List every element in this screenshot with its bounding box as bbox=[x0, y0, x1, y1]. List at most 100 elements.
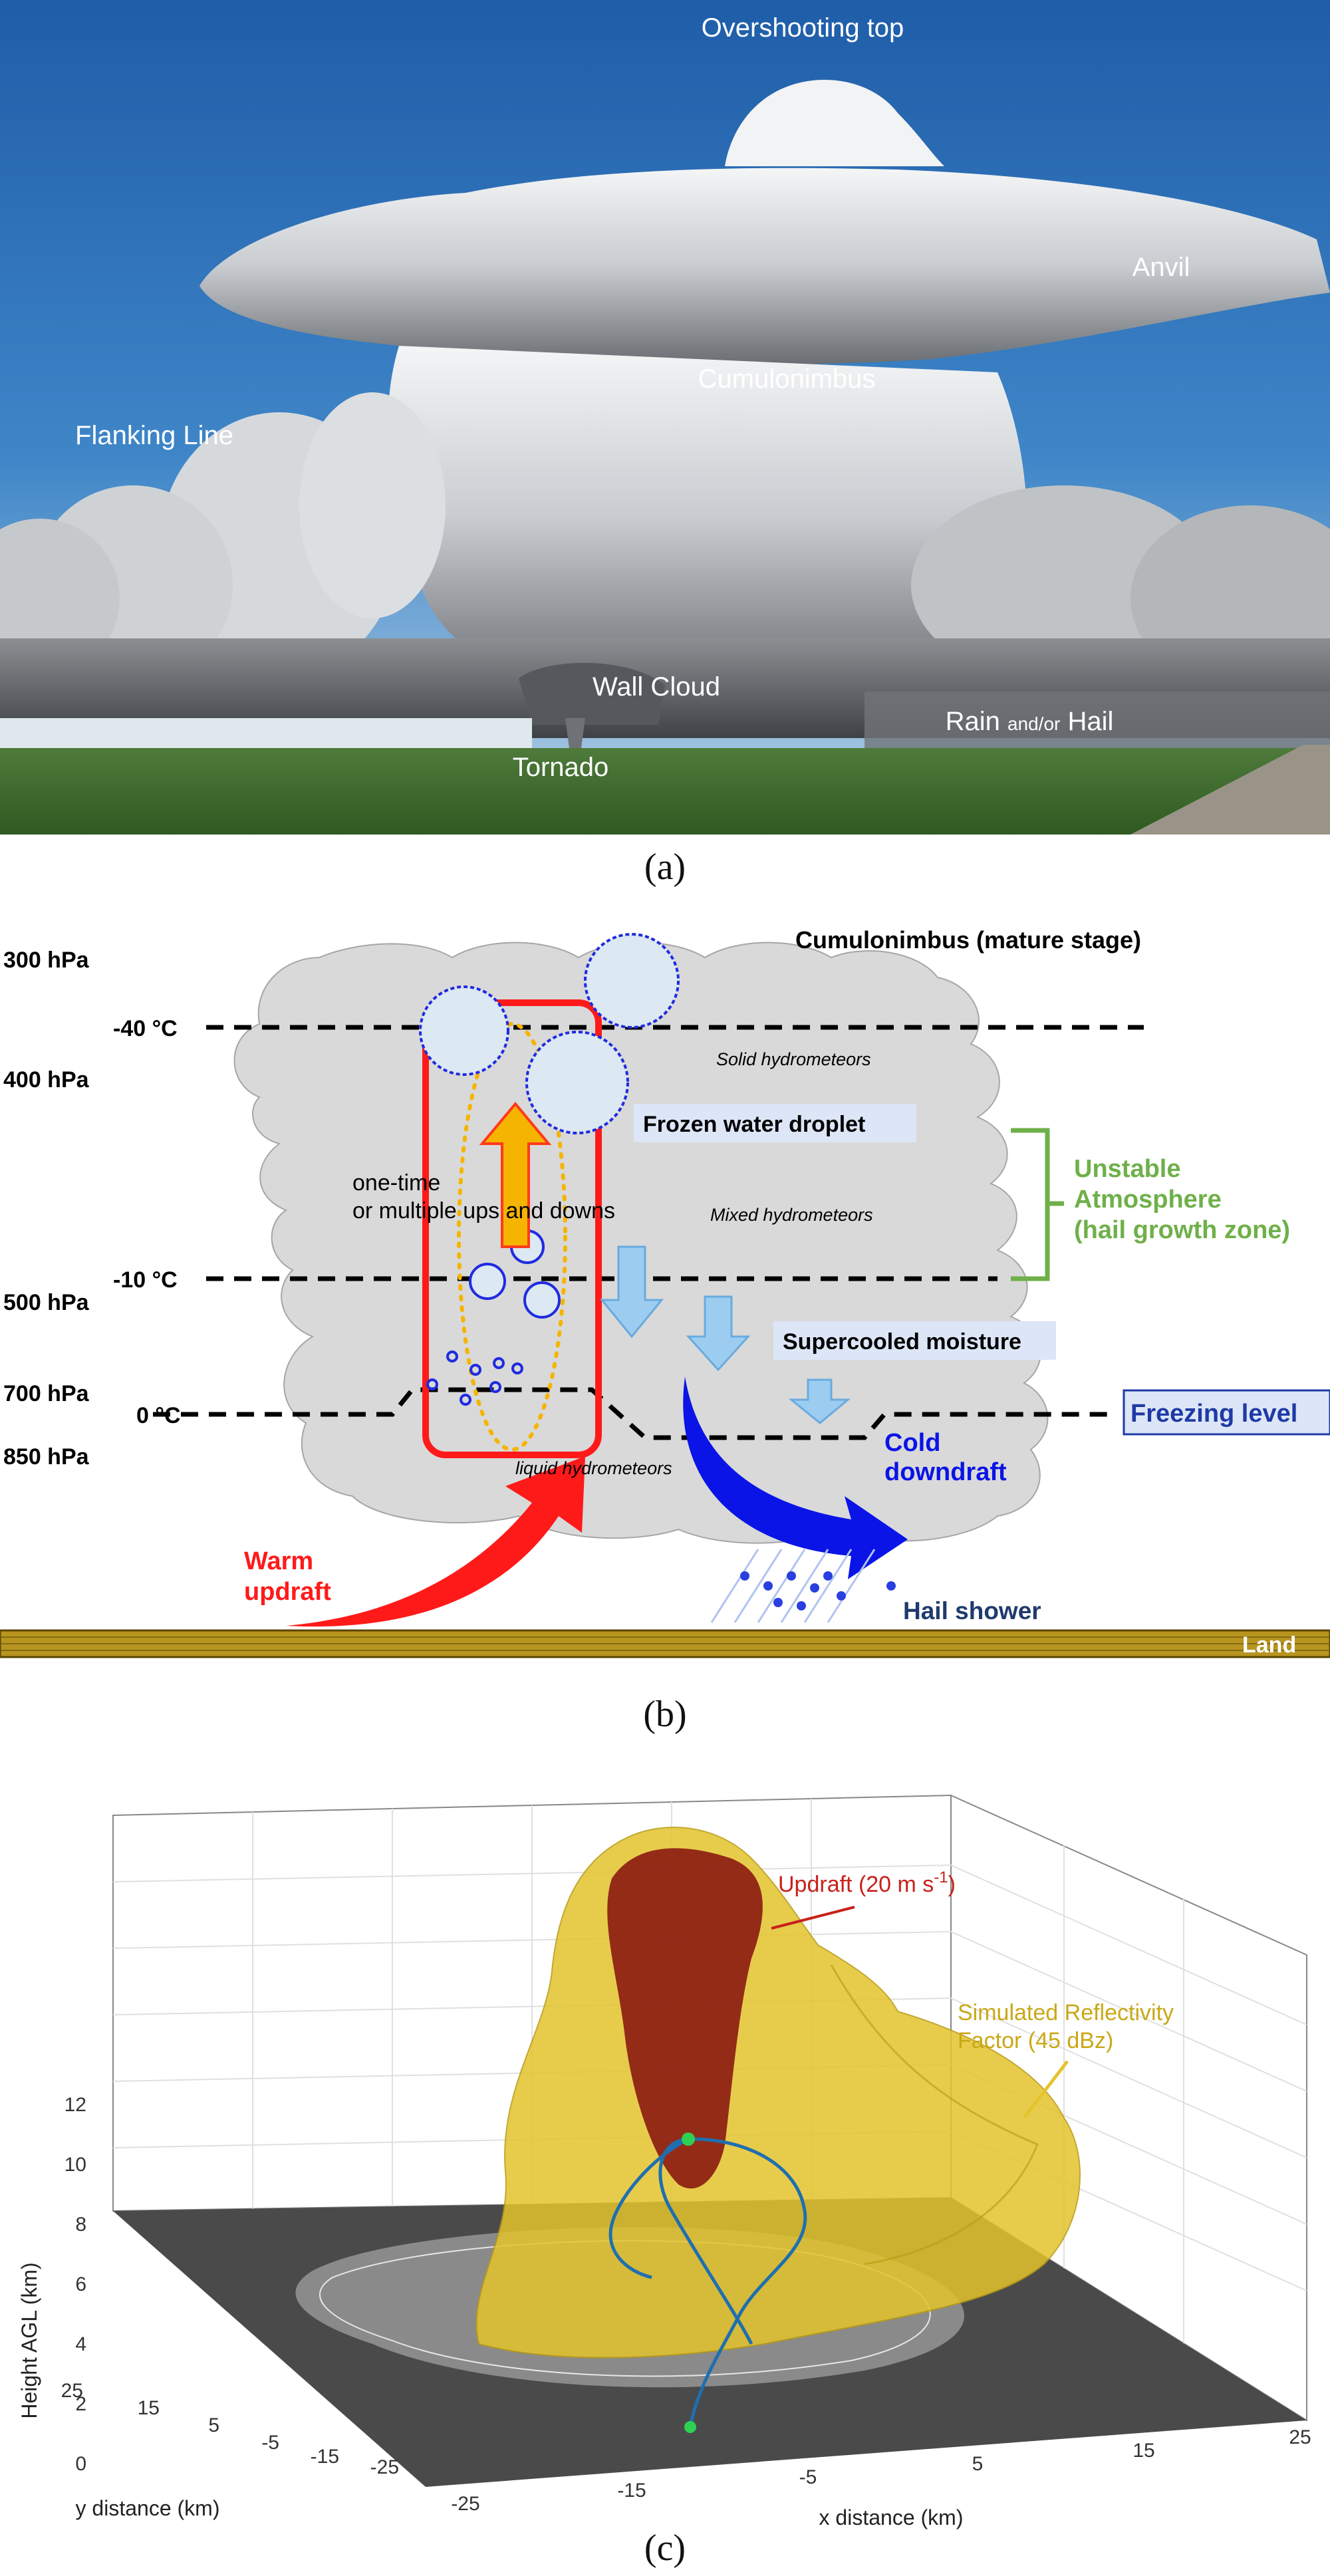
overshooting-top-cloud bbox=[725, 80, 944, 166]
temp-minus10: -10 °C bbox=[113, 1267, 178, 1293]
hailstone-medium-2 bbox=[469, 1263, 506, 1300]
label-reflectivity-2: Factor (45 dBz) bbox=[958, 2028, 1113, 2053]
hail-growth-loop-box bbox=[422, 999, 602, 1458]
x-tick: 15 bbox=[1132, 2440, 1154, 2462]
downdraft-arrow-3 bbox=[788, 1378, 851, 1424]
y-tick: 15 bbox=[138, 2397, 160, 2419]
reflectivity-3d-plot: Updraft (20 m s-1) Simulated Reflectivit… bbox=[17, 1794, 1311, 2529]
label-cumulonimbus: Cumulonimbus bbox=[698, 364, 876, 394]
y-tick: -15 bbox=[311, 2446, 339, 2468]
cold-downdraft-arrow bbox=[683, 1376, 908, 1579]
panel-b: 300 hPa 400 hPa 500 hPa 700 hPa 850 hPa … bbox=[0, 911, 1330, 1676]
updraft-core bbox=[607, 1848, 763, 2189]
label-mixed: Mixed hydrometeors bbox=[710, 1205, 873, 1225]
hailstone-large-1 bbox=[584, 933, 680, 1029]
temp-minus40: -40 °C bbox=[113, 1016, 178, 1041]
label-wall-cloud: Wall Cloud bbox=[593, 672, 720, 702]
z-axis-label: Height AGL (km) bbox=[17, 2262, 41, 2418]
label-warm-1: Warm bbox=[244, 1547, 313, 1575]
label-rain-hail: Rain and/or Hail bbox=[946, 707, 1114, 736]
caption-a: (a) bbox=[644, 846, 686, 888]
caption-b: (b) bbox=[643, 1694, 687, 1735]
z-tick: 2 bbox=[75, 2393, 86, 2415]
label-reflectivity-1: Simulated Reflectivity bbox=[958, 2000, 1174, 2025]
hailstone-medium-3 bbox=[523, 1281, 561, 1319]
z-tick: 8 bbox=[75, 2214, 86, 2236]
temp-zero: 0 °C bbox=[136, 1403, 181, 1428]
freezing-level-line bbox=[153, 1387, 1111, 1440]
z-tick: 6 bbox=[75, 2273, 86, 2295]
label-supercooled: Supercooled moisture bbox=[783, 1329, 1021, 1354]
label-warm-2: updraft bbox=[244, 1578, 331, 1606]
trajectory-start bbox=[684, 2421, 696, 2433]
y-tick: -25 bbox=[370, 2456, 399, 2478]
y-tick: 25 bbox=[61, 2380, 83, 2402]
z-tick: 12 bbox=[65, 2094, 86, 2116]
panel-c: Updraft (20 m s-1) Simulated Reflectivit… bbox=[0, 1745, 1330, 2530]
caption-c: (c) bbox=[644, 2527, 686, 2569]
land-texture bbox=[0, 1636, 1330, 1651]
hailstones bbox=[419, 933, 680, 1319]
pressure-850: 850 hPa bbox=[3, 1444, 90, 1470]
x-tick: -5 bbox=[799, 2466, 817, 2488]
label-hail-shower: Hail shower bbox=[903, 1597, 1041, 1624]
label-unstable-3: (hail growth zone) bbox=[1074, 1216, 1290, 1244]
hail-shower-stones bbox=[740, 1571, 896, 1610]
downdraft-arrow-2 bbox=[686, 1295, 751, 1372]
unstable-bracket bbox=[1011, 1128, 1064, 1281]
label-ups-downs-2: or multiple ups and downs bbox=[352, 1198, 615, 1224]
label-frozen: Frozen water droplet bbox=[643, 1112, 865, 1137]
hail-trajectory bbox=[658, 2137, 807, 2428]
y-tick: 5 bbox=[208, 2414, 219, 2436]
label-cold-2: downdraft bbox=[884, 1458, 1007, 1486]
downdraft-arrow-1 bbox=[599, 1245, 664, 1339]
hailstone-large-2 bbox=[419, 985, 509, 1076]
z-tick: 4 bbox=[75, 2333, 86, 2355]
label-anvil: Anvil bbox=[1132, 253, 1190, 282]
x-tick: 5 bbox=[972, 2453, 984, 2475]
panel-a: Overshooting top Anvil Cumulonimbus Flan… bbox=[0, 0, 1330, 835]
pressure-700: 700 hPa bbox=[3, 1381, 90, 1406]
y-axis-label: y distance (km) bbox=[76, 2496, 220, 2520]
hail-formation-diagram: 300 hPa 400 hPa 500 hPa 700 hPa 850 hPa … bbox=[0, 926, 1330, 1658]
label-unstable-2: Atmosphere bbox=[1074, 1186, 1222, 1214]
label-overshooting-top: Overshooting top bbox=[702, 13, 904, 43]
small-droplets bbox=[426, 1351, 523, 1406]
rain-shaft bbox=[864, 692, 1330, 751]
supercooled-label-bg bbox=[773, 1321, 1056, 1360]
frozen-label-bg bbox=[634, 1104, 916, 1142]
x-tick-labels: -25 -15 -5 5 15 25 bbox=[451, 2426, 1311, 2515]
warm-updraft-arrow bbox=[286, 1456, 585, 1627]
x-tick: 25 bbox=[1289, 2426, 1311, 2448]
y-tick: -5 bbox=[261, 2432, 279, 2454]
grass-field bbox=[0, 748, 1330, 835]
dirt-road bbox=[1130, 745, 1330, 835]
z-tick: 0 bbox=[75, 2453, 86, 2475]
pressure-500: 500 hPa bbox=[3, 1290, 90, 1315]
anvil-cloud bbox=[200, 168, 1330, 365]
label-updraft: Updraft (20 m s-1) bbox=[778, 1868, 956, 1897]
label-freezing-level: Freezing level bbox=[1130, 1400, 1297, 1428]
hailstone-large-3 bbox=[525, 1031, 629, 1134]
updraft-callout-line bbox=[771, 1906, 855, 1930]
cloud-shape bbox=[233, 942, 1049, 1544]
x-tick: -25 bbox=[451, 2493, 479, 2515]
y-tick-labels: 25 15 5 -5 -15 -25 bbox=[61, 2380, 399, 2478]
reflectivity-callout-line bbox=[1023, 2060, 1069, 2119]
x-axis-label: x distance (km) bbox=[819, 2506, 964, 2529]
label-solid: Solid hydrometeors bbox=[716, 1049, 871, 1069]
label-flanking-line: Flanking Line bbox=[75, 421, 233, 450]
updraft-arrow-small bbox=[479, 1101, 552, 1248]
z-tick: 10 bbox=[65, 2154, 86, 2176]
hail-shower-rain bbox=[710, 1549, 876, 1623]
label-land: Land bbox=[1242, 1632, 1296, 1658]
label-unstable-1: Unstable bbox=[1074, 1155, 1180, 1183]
label-liquid: liquid hydrometeors bbox=[515, 1458, 672, 1478]
cumulonimbus-tower bbox=[388, 346, 1027, 692]
label-ups-downs-1: one-time bbox=[352, 1170, 440, 1196]
z-tick-labels: 0 2 4 6 8 10 12 bbox=[65, 2094, 86, 2475]
wall-cloud bbox=[519, 662, 665, 725]
diagram-title: Cumulonimbus (mature stage) bbox=[795, 926, 1141, 954]
label-cold-1: Cold bbox=[884, 1429, 940, 1457]
supercell-photo: Overshooting top Anvil Cumulonimbus Flan… bbox=[0, 0, 1330, 835]
